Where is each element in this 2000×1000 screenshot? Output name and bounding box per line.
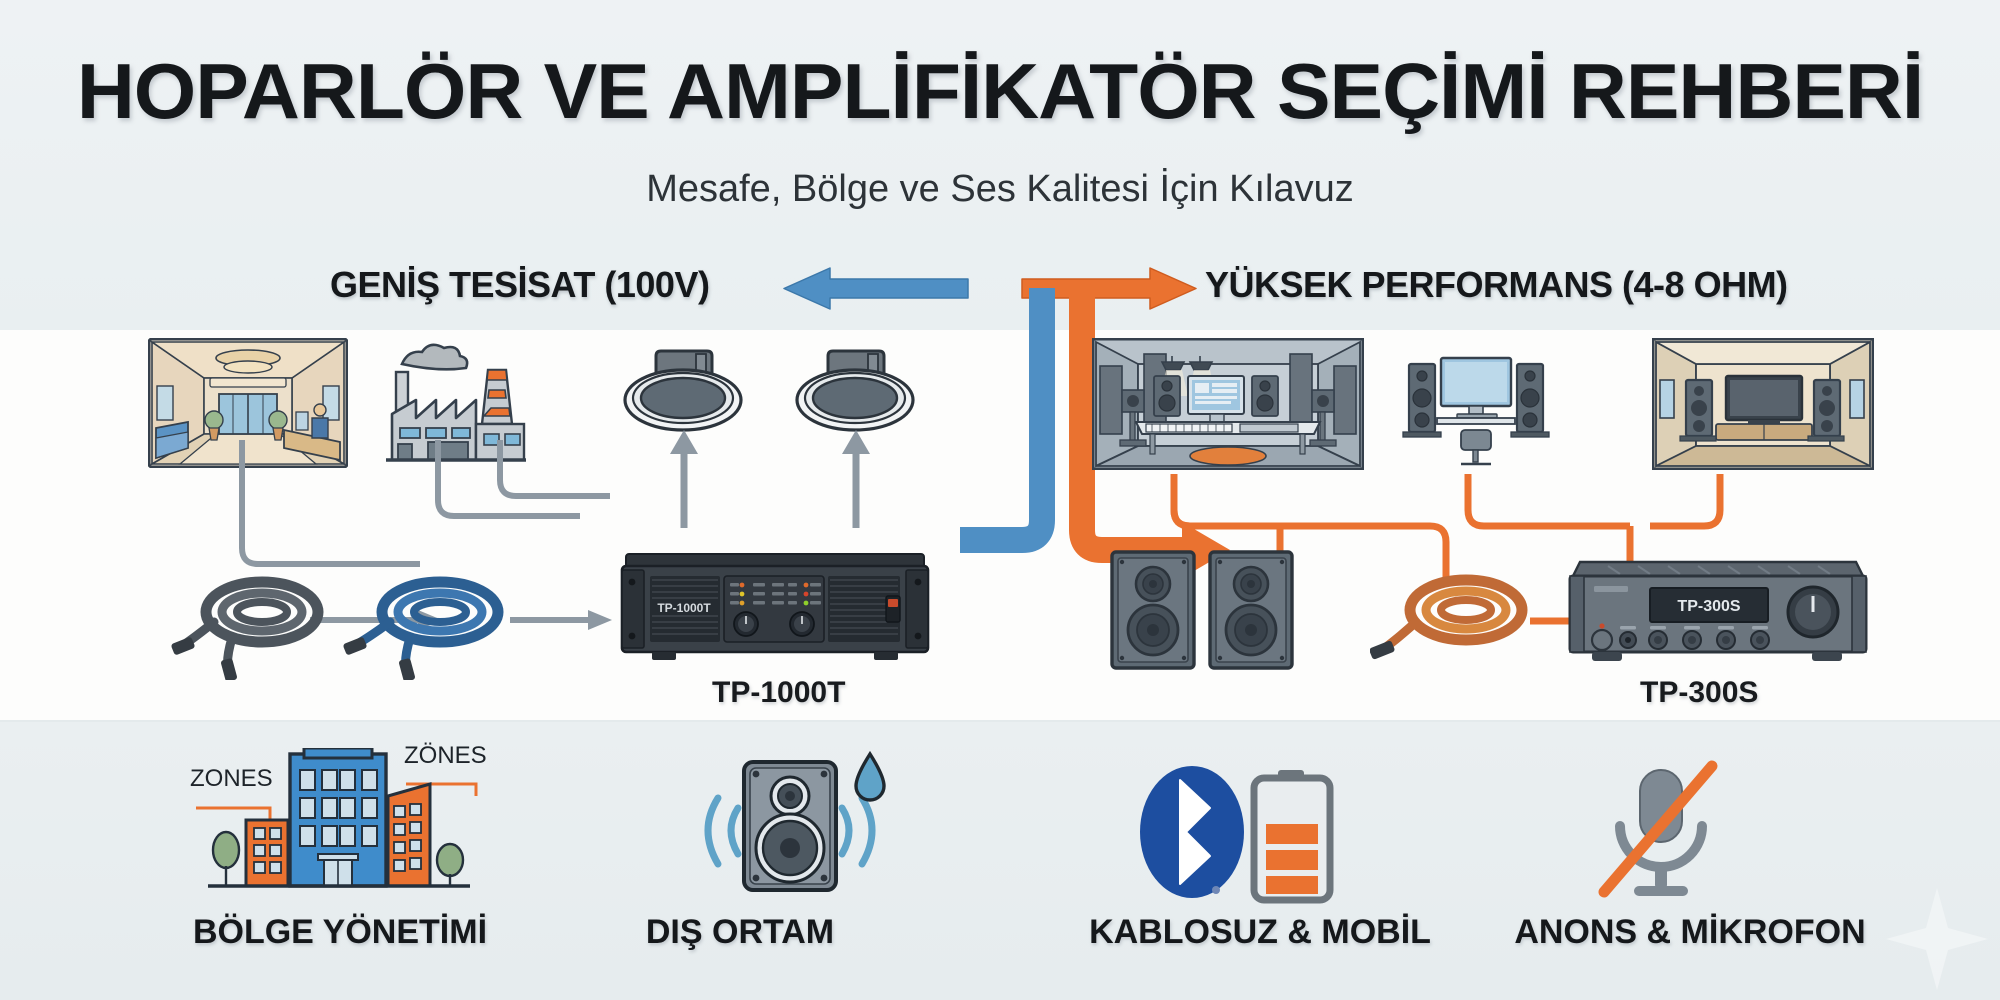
section-heading-left: GENİŞ TESİSAT (100V) — [330, 264, 710, 305]
ceiling-speaker — [623, 349, 743, 432]
bluetooth-battery-icon — [1140, 766, 1334, 904]
cable-to-amp-routing — [310, 610, 612, 630]
page-subtitle: Mesafe, Bölge ve Ses Kalitesi İçin Kılav… — [646, 168, 1354, 210]
bookshelf-speaker-pair — [1110, 550, 1294, 670]
recording-studio-illustration — [1092, 338, 1364, 470]
home-theater-illustration — [1652, 338, 1874, 470]
amplifier-tp1000t: TP-1000T — [620, 553, 930, 660]
zone-tag-right: ZÖNES — [404, 742, 487, 769]
amp-display-text-right: TP-300S — [1677, 598, 1740, 615]
header-band — [0, 0, 2000, 330]
page-title: HOPARLÖR VE AMPLİFİKATÖR SEÇİMİ REHBERİ — [76, 47, 1924, 135]
left-routing-lines — [239, 440, 610, 567]
microphone-muted-icon — [1598, 760, 1718, 898]
product-label-tp1000t: TP-1000T — [712, 676, 846, 709]
ceiling-speaker — [795, 349, 915, 432]
building-zones-icon — [196, 748, 478, 888]
product-label-tp300s: TP-300S — [1640, 676, 1759, 709]
speaker-cable-coil-copper — [1370, 574, 1528, 660]
arrow-left-icon — [783, 267, 969, 310]
speaker-cable-coil-blue — [343, 576, 504, 680]
feature-label-outdoor: DIŞ ORTAM — [645, 913, 835, 951]
speaker-cable-coil-black — [171, 576, 324, 680]
hotel-lobby-illustration — [148, 338, 348, 468]
desktop-setup-illustration — [1402, 356, 1550, 466]
zone-tag-left: ZONES — [190, 765, 273, 792]
feature-label-wireless-mobile: KABLOSUZ & MOBİL — [1089, 913, 1431, 951]
amp-model-badge-left: TP-1000T — [657, 601, 711, 615]
feature-label-zone-management: BÖLGE YÖNETİMİ — [192, 913, 488, 951]
outdoor-speaker-waterdrop-icon — [704, 750, 886, 892]
feature-label-announcement-mic: ANONS & MİKROFON — [1514, 913, 1866, 951]
section-heading-right: YÜKSEK PERFORMANS (4-8 OHM) — [1205, 264, 1788, 305]
amplifier-tp300s: TP-300S — [1568, 560, 1868, 661]
ceiling-speaker-feed-arrows — [670, 430, 870, 528]
